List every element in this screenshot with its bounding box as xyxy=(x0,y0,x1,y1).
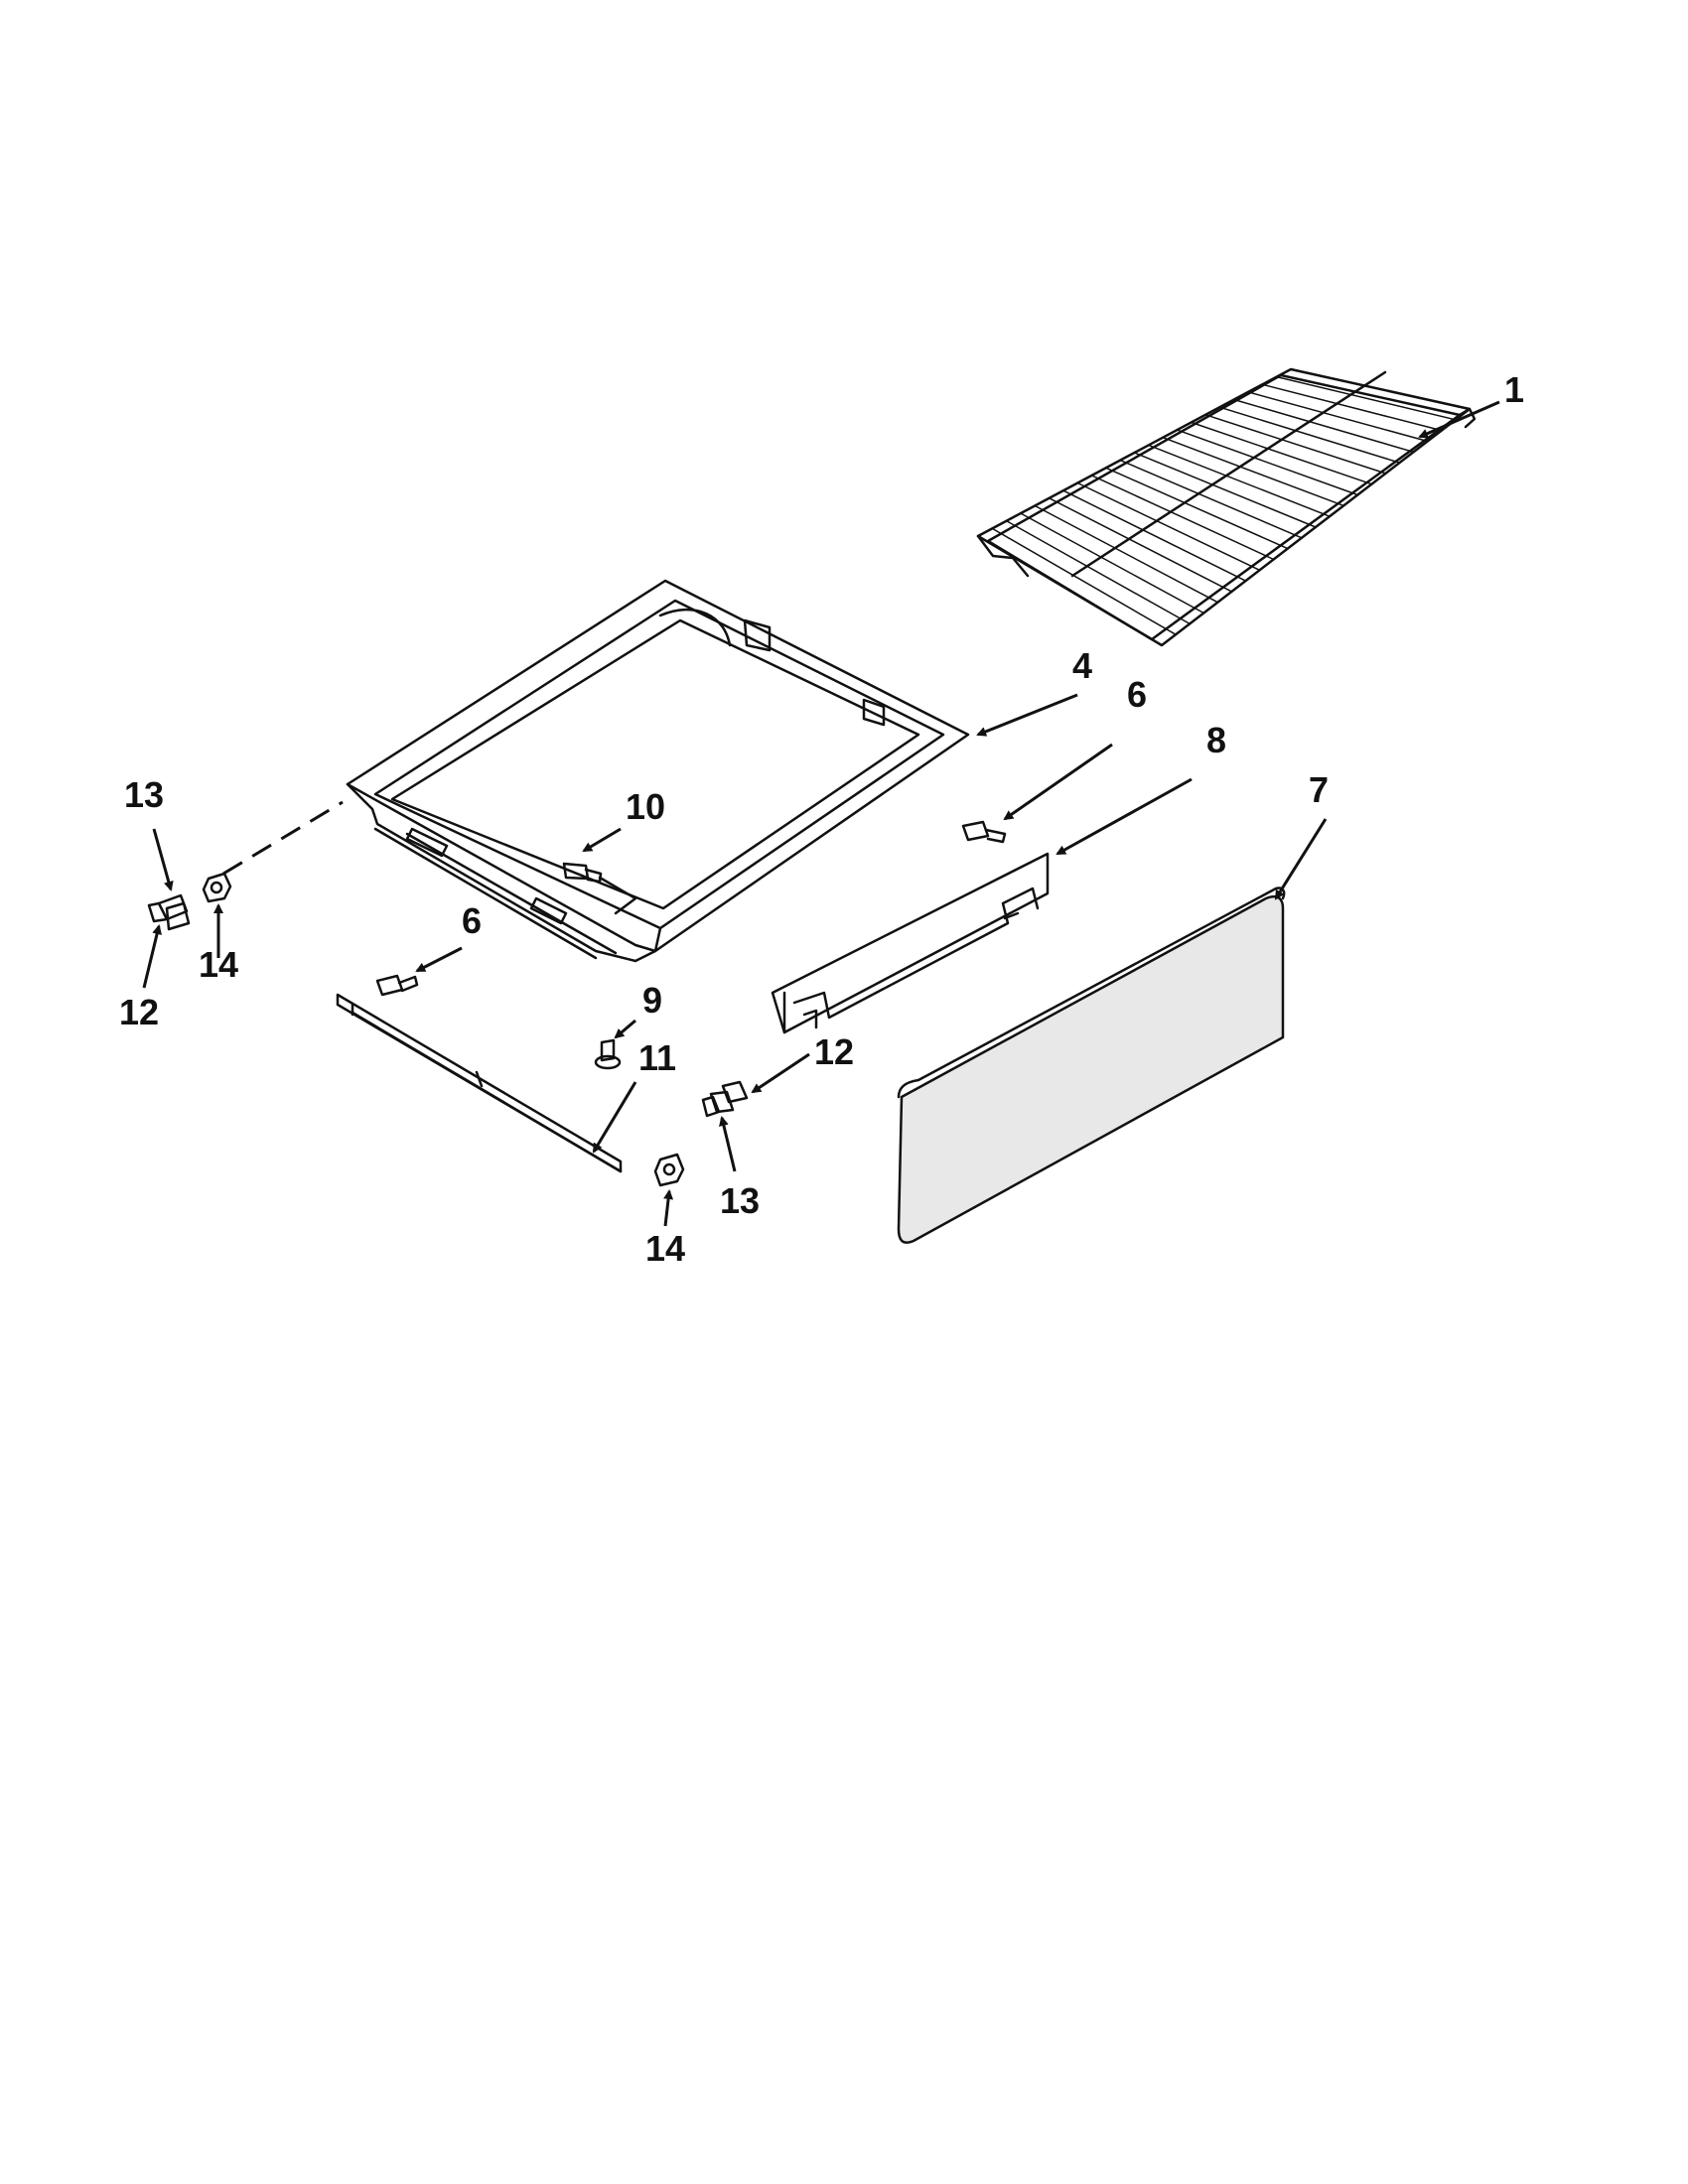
glide-part-9 xyxy=(594,1038,622,1070)
leader-14-lower xyxy=(663,1189,674,1227)
callout-8: 8 xyxy=(1206,720,1226,760)
leader-6-lower xyxy=(415,946,463,973)
alignment-line xyxy=(222,800,344,876)
drawer-rear-panel xyxy=(771,852,1050,1034)
oven-rack xyxy=(976,367,1477,647)
roller-part-12-lower xyxy=(701,1080,749,1118)
callout-6-lower: 6 xyxy=(462,900,482,941)
leader-arrows xyxy=(142,400,1500,1227)
callout-14-left: 14 xyxy=(199,944,238,985)
leader-12-left xyxy=(142,924,162,989)
leader-8 xyxy=(1055,777,1193,856)
leader-4 xyxy=(976,693,1078,737)
callout-14-lower: 14 xyxy=(645,1228,685,1269)
leader-6-upper xyxy=(1003,743,1113,821)
callout-7: 7 xyxy=(1309,769,1329,810)
drawer-pan xyxy=(346,579,970,963)
leader-13-left xyxy=(152,828,174,891)
leader-9 xyxy=(614,1019,636,1039)
callout-1: 1 xyxy=(1504,369,1524,410)
callout-4: 4 xyxy=(1072,645,1092,686)
nut-part-14-lower xyxy=(653,1153,685,1187)
roller-part-12-left xyxy=(147,893,191,931)
leader-10 xyxy=(582,827,622,853)
callout-12-left: 12 xyxy=(119,992,159,1032)
callout-6-upper: 6 xyxy=(1127,674,1147,715)
leader-11 xyxy=(592,1081,637,1154)
callout-labels: 1 4 6 8 7 10 13 14 12 6 9 11 12 13 14 xyxy=(119,369,1524,1269)
nut-part-14-left xyxy=(202,872,232,903)
callout-10: 10 xyxy=(626,786,665,827)
callout-9: 9 xyxy=(642,980,662,1021)
leader-7 xyxy=(1274,818,1328,900)
callout-13-left: 13 xyxy=(124,774,164,815)
drawer-side-rail xyxy=(336,993,623,1173)
leader-1 xyxy=(1418,400,1500,439)
leader-12-lower xyxy=(751,1052,810,1094)
callout-13-lower: 13 xyxy=(720,1180,760,1221)
callout-12-lower: 12 xyxy=(814,1031,854,1072)
leader-13-lower xyxy=(719,1116,737,1172)
screw-part-10 xyxy=(562,862,637,915)
screw-part-6-lower xyxy=(375,974,419,997)
callout-11: 11 xyxy=(638,1037,676,1078)
screw-part-6-upper xyxy=(961,820,1007,844)
